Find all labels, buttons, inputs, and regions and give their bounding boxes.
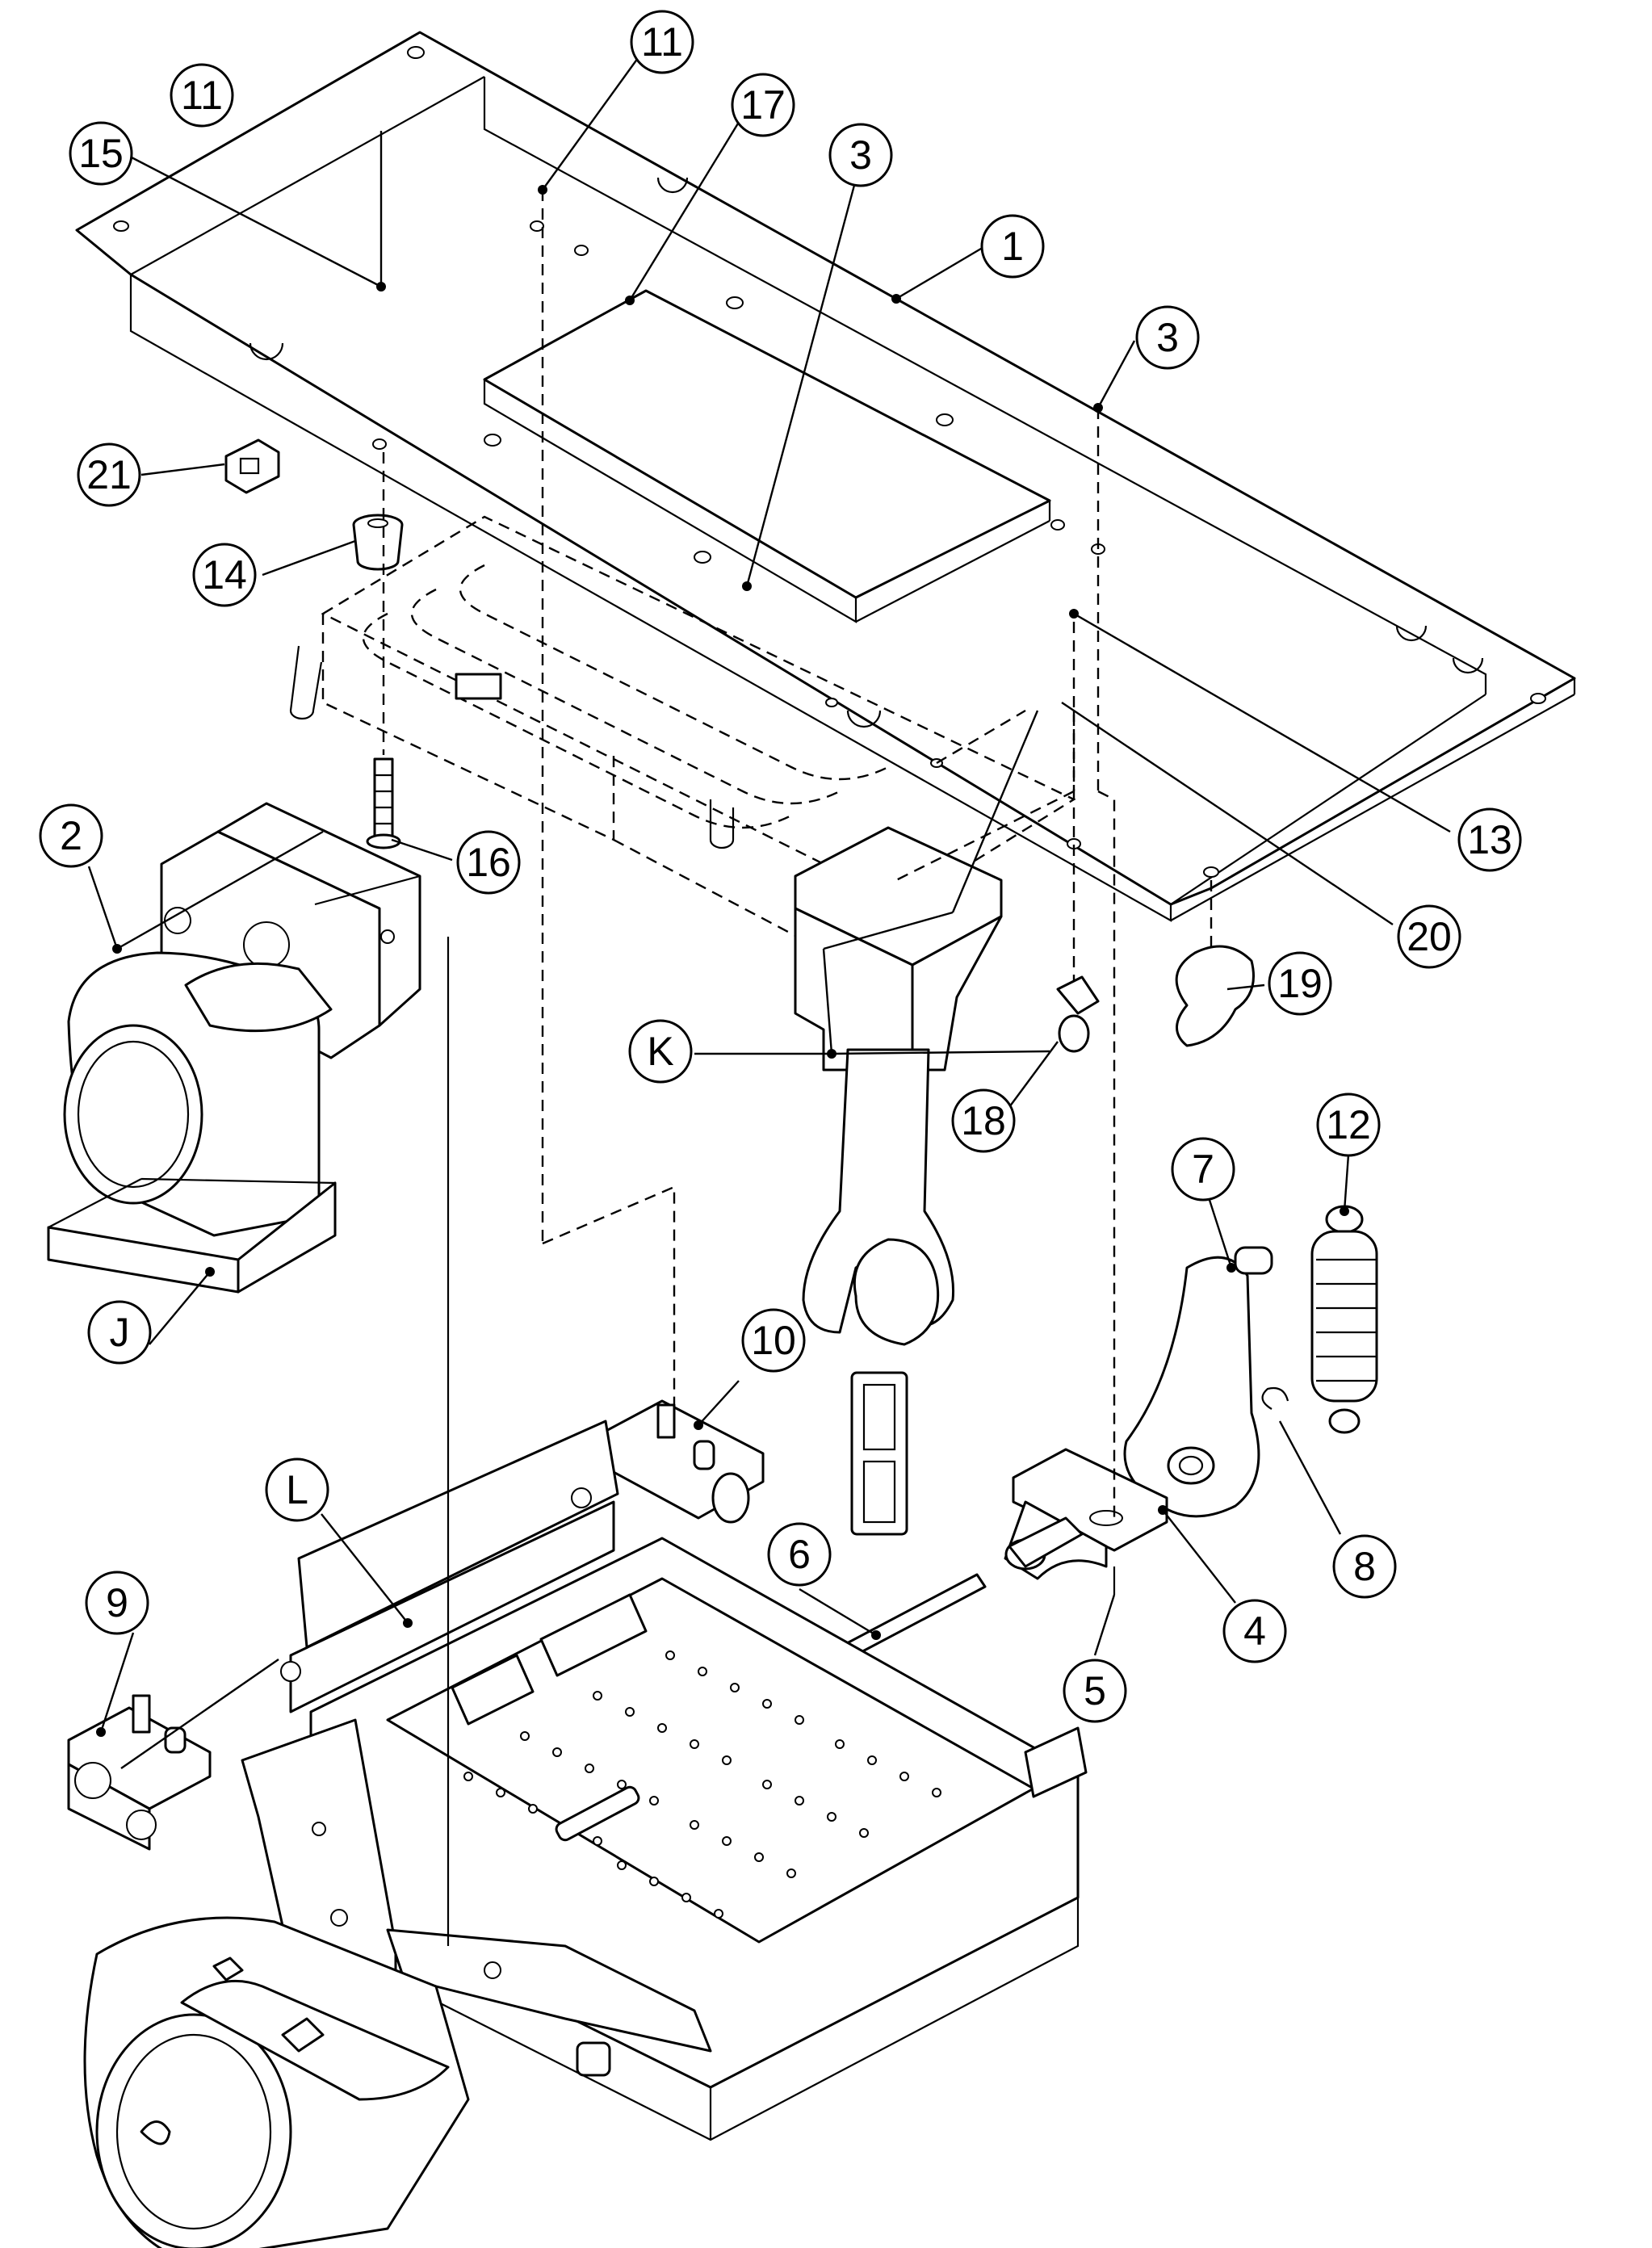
- svg-text:3: 3: [849, 132, 872, 178]
- callout-14: 14: [192, 543, 257, 607]
- leader-dots: [96, 185, 1349, 1737]
- base-tray-assembly: [83, 1420, 1088, 2248]
- callout-15: 15: [69, 121, 133, 186]
- grommet: [352, 514, 404, 571]
- svg-text:1: 1: [1001, 224, 1024, 269]
- switch-bracket-upper: [600, 1399, 765, 1524]
- leader-lines: [87, 57, 1451, 1769]
- mounting-screw: [366, 757, 401, 849]
- svg-text:5: 5: [1084, 1668, 1106, 1713]
- svg-text:L: L: [286, 1467, 308, 1512]
- callout-16: 16: [456, 830, 521, 895]
- callout-3-right: 3: [1135, 305, 1200, 370]
- callout-1: 1: [980, 214, 1045, 279]
- drive-shaft: [826, 1516, 1084, 1672]
- small-hook: [1056, 975, 1100, 1053]
- svg-text:3: 3: [1156, 315, 1179, 360]
- callout-9: 9: [85, 1571, 149, 1635]
- callout-18: 18: [951, 1088, 1016, 1153]
- callout-6: 6: [767, 1522, 832, 1587]
- svg-text:12: 12: [1326, 1102, 1371, 1147]
- callout-5: 5: [1063, 1659, 1127, 1723]
- svg-text:11: 11: [181, 73, 223, 118]
- svg-text:8: 8: [1353, 1544, 1376, 1589]
- svg-text:14: 14: [202, 552, 247, 598]
- svg-text:4: 4: [1243, 1608, 1266, 1654]
- callout-8: 8: [1332, 1534, 1397, 1599]
- callout-J: J: [87, 1300, 152, 1365]
- svg-text:9: 9: [106, 1580, 128, 1625]
- retaining-clip: [1261, 1386, 1289, 1410]
- callout-11-center: 11: [630, 10, 694, 74]
- svg-text:16: 16: [466, 840, 511, 885]
- callout-K: K: [628, 1019, 693, 1084]
- svg-text:2: 2: [60, 813, 82, 858]
- micro-switch: [224, 438, 280, 494]
- svg-text:21: 21: [86, 452, 132, 497]
- bracket-assembly: [794, 826, 1003, 1536]
- cam-arm: [1123, 1246, 1273, 1518]
- svg-text:18: 18: [961, 1098, 1006, 1143]
- svg-text:11: 11: [641, 19, 683, 65]
- switch-bracket-lower: [67, 1694, 212, 1851]
- svg-text:19: 19: [1277, 961, 1323, 1006]
- upper-motor-unit: [47, 802, 421, 1294]
- callout-2: 2: [39, 803, 103, 868]
- tray-perforations: [463, 1650, 941, 1919]
- callout-21: 21: [77, 442, 141, 507]
- svg-text:10: 10: [751, 1318, 796, 1363]
- callout-12: 12: [1316, 1093, 1381, 1157]
- callout-20: 20: [1397, 904, 1461, 969]
- callout-11-left: 11: [170, 63, 234, 128]
- svg-text:20: 20: [1407, 914, 1452, 959]
- callout-10: 10: [741, 1308, 806, 1373]
- callout-4: 4: [1222, 1599, 1287, 1663]
- svg-text:13: 13: [1467, 817, 1512, 862]
- svg-text:15: 15: [78, 131, 124, 176]
- callout-3-upper: 3: [828, 123, 893, 187]
- svg-text:7: 7: [1192, 1147, 1214, 1192]
- tension-spring: [1310, 1205, 1378, 1434]
- callout-13: 13: [1457, 807, 1522, 872]
- callout-19: 19: [1268, 951, 1332, 1016]
- svg-text:6: 6: [788, 1532, 811, 1577]
- spring-clamp: [1175, 945, 1255, 1047]
- svg-text:K: K: [647, 1029, 673, 1074]
- callout-7: 7: [1171, 1137, 1235, 1202]
- callout-L: L: [265, 1457, 329, 1522]
- callout-17: 17: [731, 73, 795, 137]
- svg-text:J: J: [110, 1310, 130, 1355]
- svg-text:17: 17: [740, 82, 786, 128]
- insulation-pad: [483, 289, 1051, 623]
